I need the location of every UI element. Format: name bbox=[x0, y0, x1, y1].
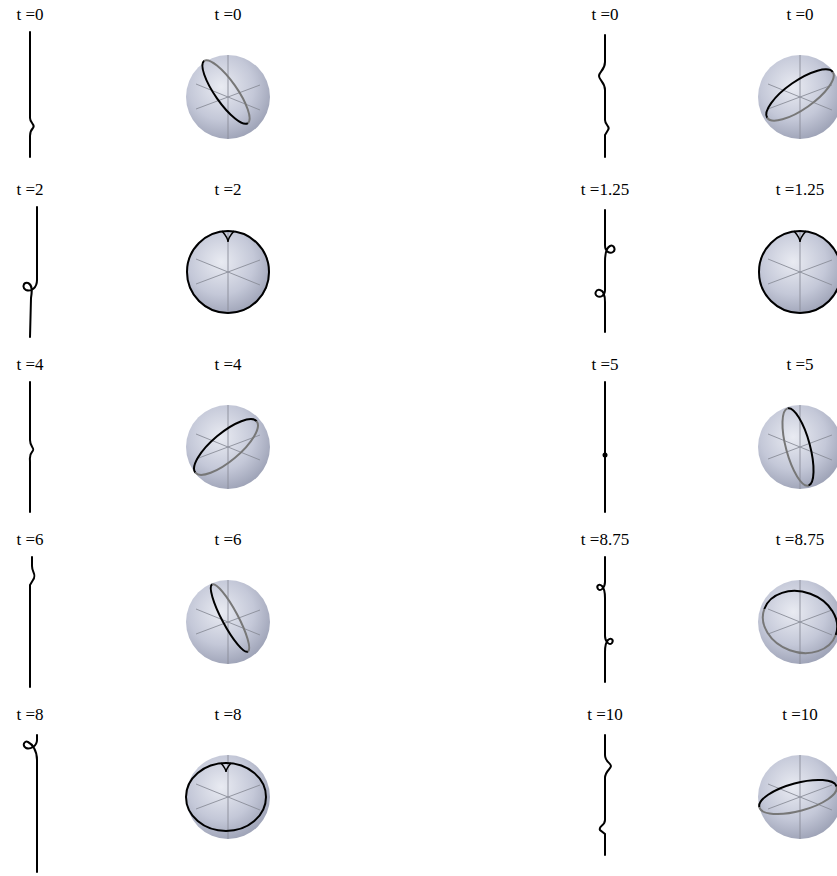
filament bbox=[30, 557, 35, 687]
tangent-curve bbox=[205, 581, 255, 656]
time-label: t =1.25 bbox=[581, 180, 629, 200]
tangent-curve bbox=[776, 405, 820, 488]
tangent-curve bbox=[195, 55, 257, 130]
time-label: t =8.75 bbox=[776, 530, 824, 550]
filament-knot bbox=[603, 453, 608, 458]
sphere bbox=[186, 755, 270, 839]
filament bbox=[24, 735, 37, 872]
tangent-curve bbox=[754, 581, 837, 663]
time-label: t =1.25 bbox=[776, 180, 824, 200]
time-label: t =8 bbox=[214, 705, 241, 725]
time-label: t =6 bbox=[214, 530, 241, 550]
sphere bbox=[758, 230, 837, 314]
time-label: t =0 bbox=[786, 5, 813, 25]
filament bbox=[599, 35, 609, 157]
time-label: t =4 bbox=[214, 355, 241, 375]
sphere bbox=[186, 580, 270, 664]
time-label: t =5 bbox=[786, 355, 813, 375]
sphere bbox=[186, 55, 270, 139]
sphere bbox=[758, 755, 837, 839]
time-label: t =0 bbox=[16, 5, 43, 25]
time-label: t =6 bbox=[16, 530, 43, 550]
tangent-curve bbox=[186, 763, 266, 831]
tangent-curve bbox=[759, 61, 837, 130]
filament bbox=[30, 382, 34, 512]
filament bbox=[600, 735, 611, 855]
time-label: t =0 bbox=[214, 5, 241, 25]
sphere bbox=[758, 55, 837, 139]
tangent-curve bbox=[186, 411, 265, 484]
time-label: t =4 bbox=[16, 355, 43, 375]
filament bbox=[604, 382, 606, 512]
filament-curves bbox=[24, 32, 615, 872]
tangent-curve bbox=[756, 773, 837, 821]
filament bbox=[597, 557, 612, 682]
filament bbox=[24, 207, 37, 337]
sphere bbox=[758, 405, 837, 489]
sphere-plots bbox=[186, 55, 837, 839]
sphere bbox=[186, 405, 270, 489]
time-label: t =10 bbox=[782, 705, 818, 725]
filament bbox=[596, 210, 615, 332]
time-label: t =8 bbox=[16, 705, 43, 725]
time-label: t =2 bbox=[214, 180, 241, 200]
tangent-curve bbox=[759, 231, 837, 313]
time-label: t =2 bbox=[16, 180, 43, 200]
tangent-curve bbox=[187, 231, 269, 313]
sphere-curves bbox=[186, 55, 837, 831]
time-label: t =8.75 bbox=[581, 530, 629, 550]
time-label: t =0 bbox=[591, 5, 618, 25]
filament bbox=[30, 32, 34, 157]
time-label: t =5 bbox=[591, 355, 618, 375]
sphere bbox=[186, 230, 270, 314]
time-label: t =10 bbox=[587, 705, 623, 725]
